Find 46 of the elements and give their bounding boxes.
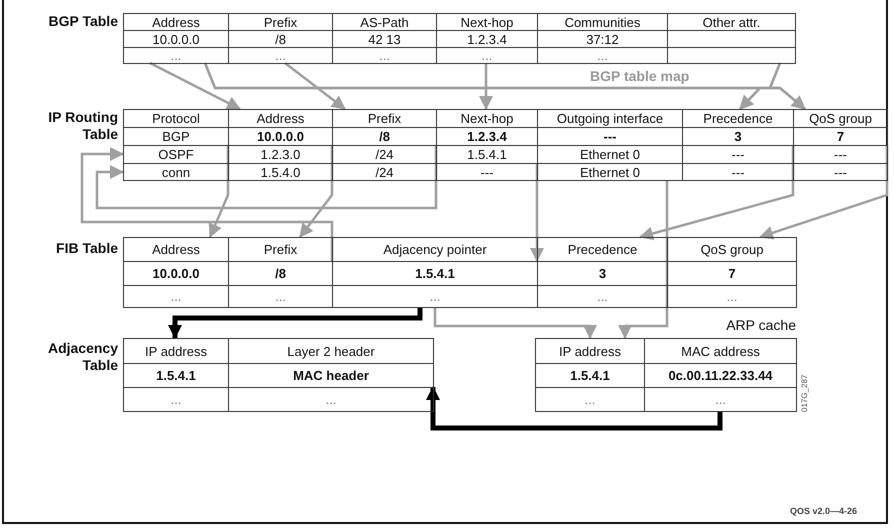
table-cell: ... [667, 285, 797, 308]
arrow [639, 145, 794, 240]
table-title: FIB Table [55, 240, 118, 257]
table-cell: IP address [123, 338, 229, 364]
table-cell: Layer 2 header [228, 338, 434, 364]
table-cell: ... [535, 387, 645, 412]
table-cell [667, 47, 796, 64]
table-title: ARP cache [725, 317, 796, 334]
arrow [208, 145, 230, 238]
table-cell: Protocol [123, 109, 229, 128]
arrow [618, 180, 668, 339]
table-cell: Outgoing interface [537, 109, 683, 128]
arrow [759, 145, 888, 240]
table-cell: ... [123, 285, 229, 308]
table-title: Adjacency Table [46, 340, 118, 374]
table-cell: IP address [535, 338, 645, 364]
arrow [80, 147, 334, 261]
table-cell: ... [123, 387, 229, 412]
edge-label: BGP table map [588, 68, 692, 84]
table-cell: ... [228, 387, 434, 412]
arrow [168, 307, 422, 339]
arrow [768, 62, 806, 110]
table-cell: conn [123, 163, 229, 181]
arrow [434, 307, 597, 339]
table-cell: MAC address [644, 338, 797, 364]
table-cell: Address [123, 13, 229, 31]
table-cell: --- [793, 163, 888, 181]
arrow [530, 163, 544, 262]
arrow [149, 62, 241, 110]
slide-number: QOS v2.0—4-26 [790, 506, 858, 516]
table-cell: Next-hop [436, 109, 538, 128]
table-cell: Other attr. [667, 13, 796, 31]
table-title: IP Routing Table [47, 109, 118, 143]
arrow [426, 386, 722, 430]
arrow [96, 145, 438, 210]
table-cell: ... [123, 47, 229, 64]
table-title: BGP Table [47, 13, 118, 30]
arrow [299, 145, 334, 238]
table [535, 317, 797, 412]
table-cell: Address [123, 237, 229, 262]
table-cell: Next-hop [436, 13, 538, 31]
arrow [479, 63, 493, 110]
table-cell: QoS group [793, 109, 888, 128]
table-cell: QoS group [667, 237, 797, 262]
table-cell: ... [644, 387, 797, 412]
figure-code: 017G_287 [800, 374, 809, 412]
